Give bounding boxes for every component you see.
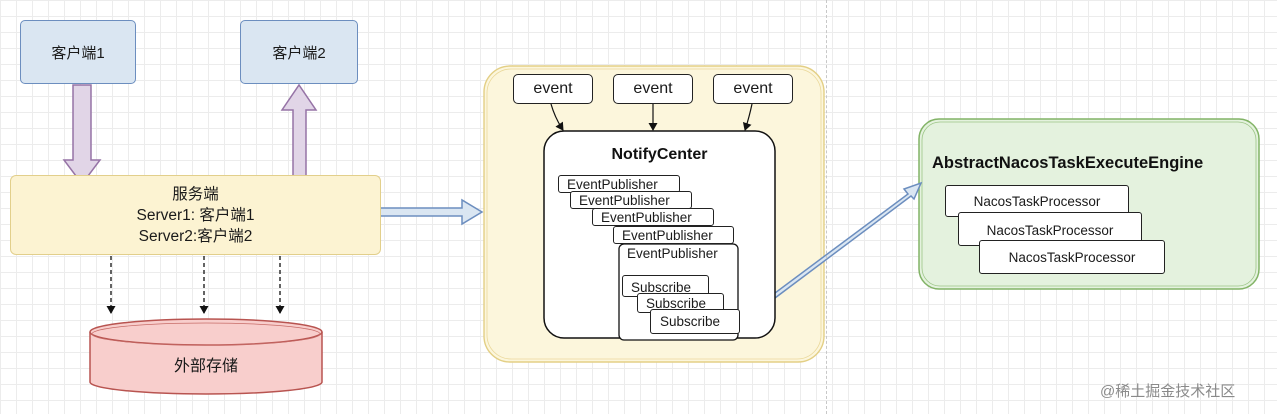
event-publisher-label: EventPublisher — [601, 209, 692, 225]
section-divider — [826, 0, 827, 414]
server-title: 服务端 — [172, 185, 219, 203]
storage-label: 外部存储 — [173, 358, 238, 375]
task-processor-label: NacosTaskProcessor — [986, 222, 1114, 238]
subscribe-box: Subscribe — [650, 309, 740, 334]
event-box-3: event — [713, 74, 793, 104]
subscribe-label: Subscribe — [646, 295, 707, 311]
subscribe-box: Subscribe — [622, 275, 709, 297]
server-to-notify-arrow — [379, 198, 484, 226]
server-box: 服务端 Server1: 客户端1 Server2:客户端2 — [10, 175, 381, 255]
event-box-1: event — [513, 74, 593, 104]
subscribe-label: Subscribe — [660, 314, 721, 329]
event-publisher: EventPublisher — [570, 191, 692, 209]
event1-arrow — [550, 103, 564, 131]
event-publisher-label: EventPublisher — [567, 176, 658, 192]
event-publisher-label: EventPublisher — [622, 227, 713, 243]
storage-cylinder — [89, 318, 323, 395]
event-publisher-group-label: EventPublisher — [627, 246, 718, 261]
subscribe-box: Subscribe — [637, 293, 724, 313]
task-processor: NacosTaskProcessor — [979, 240, 1165, 274]
engine-title: AbstractNacosTaskExecuteEngine — [932, 154, 1204, 172]
event-publisher: EventPublisher — [558, 175, 680, 193]
event-label: event — [633, 80, 673, 97]
event3-arrow — [742, 103, 753, 131]
task-processor-label: NacosTaskProcessor — [1008, 249, 1136, 265]
watermark: @稀土掘金技术社区 — [1100, 383, 1236, 400]
event-publisher: EventPublisher — [613, 226, 734, 244]
server-to-client2-arrow — [280, 83, 318, 186]
engine-container-sketch — [921, 121, 1257, 287]
notify-center-title: NotifyCenter — [611, 146, 708, 163]
event-box-2: event — [613, 74, 693, 104]
event-label: event — [533, 80, 573, 97]
server-line2: Server2:客户端2 — [138, 227, 253, 245]
event-publisher: EventPublisher — [592, 208, 714, 226]
event-publisher-label: EventPublisher — [579, 192, 670, 208]
client2-box: 客户端2 — [240, 20, 358, 84]
event-label: event — [733, 80, 773, 97]
client2-label: 客户端2 — [272, 44, 326, 62]
notify-container-sketch — [486, 68, 822, 360]
task-processor-label: NacosTaskProcessor — [973, 193, 1101, 209]
subscribe-label: Subscribe — [631, 280, 692, 295]
client1-label: 客户端1 — [51, 44, 105, 62]
server-line1: Server1: 客户端1 — [136, 206, 255, 224]
client1-to-server-arrow — [62, 84, 102, 186]
client1-box: 客户端1 — [20, 20, 136, 84]
